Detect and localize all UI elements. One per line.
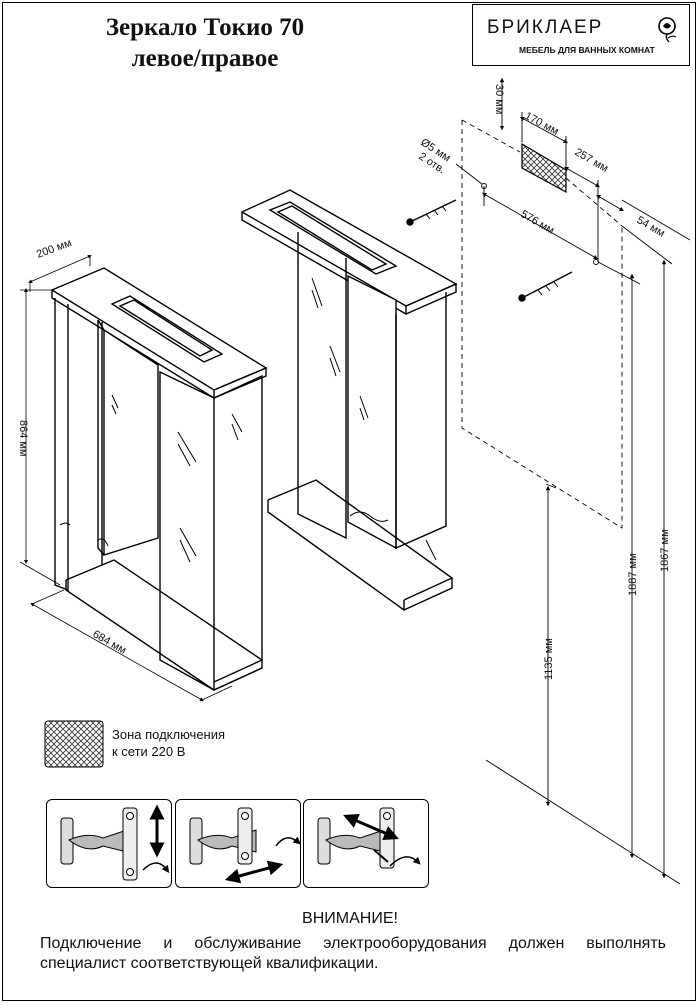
height-label: 864 мм	[17, 420, 29, 457]
brand-name: БРИКЛАЕР	[487, 17, 604, 38]
warning-text: Подключение и обслуживание электрооборуд…	[40, 935, 666, 972]
arrow-icon	[343, 814, 399, 840]
title-line-1: Зеркало Токио 70	[105, 14, 305, 41]
zone-to-hole-label: 257 мм	[573, 146, 611, 175]
hole-spacing-label: 576 мм	[519, 208, 557, 237]
rose-logo-icon	[658, 17, 677, 43]
hinge-icon	[60, 804, 170, 881]
screw-icon	[406, 199, 573, 302]
cabinet-left	[50, 267, 268, 692]
cabinet-left-dimensions	[19, 254, 233, 701]
width-label: 684 мм	[91, 628, 129, 657]
brand-subtitle: МЕБЕЛЬ ДЛЯ ВАННЫХ КОМНАТ	[519, 45, 655, 55]
depth-label: 200 мм	[35, 237, 73, 261]
hinge-icon	[189, 807, 300, 884]
hole-to-edge-label: 54 мм	[635, 214, 667, 240]
arrow-icon	[224, 860, 284, 884]
page-title: Зеркало Токио 70 левое/правое	[60, 12, 350, 74]
zone-top-offset-label: 30 мм	[493, 84, 505, 114]
zone-height-label: 1135 мм	[543, 638, 555, 680]
title-line-2: левое/правое	[131, 45, 279, 72]
legend-line-2: к сети 220 В	[112, 744, 186, 759]
cabinet-right	[240, 189, 458, 612]
legend: Зона подключения к сети 220 В	[112, 726, 225, 760]
zone-width-label: 170 мм	[523, 110, 561, 138]
hinge-adjust-depth	[303, 799, 429, 888]
top-height-label: 1867 мм	[659, 529, 671, 572]
brand-box: БРИКЛАЕР МЕБЕЛЬ ДЛЯ ВАННЫХ КОМНАТ	[472, 4, 690, 66]
connection-zone-swatch	[44, 720, 104, 768]
hinge-icon	[317, 807, 421, 869]
wall-template	[455, 77, 691, 885]
hinge-adjust-vertical	[46, 799, 172, 888]
holes-height-label: 1887 мм	[627, 553, 639, 596]
warning-title: ВНИМАНИЕ!	[302, 910, 398, 927]
legend-line-1: Зона подключения	[112, 727, 226, 742]
hinge-adjust-horizontal	[175, 799, 301, 888]
